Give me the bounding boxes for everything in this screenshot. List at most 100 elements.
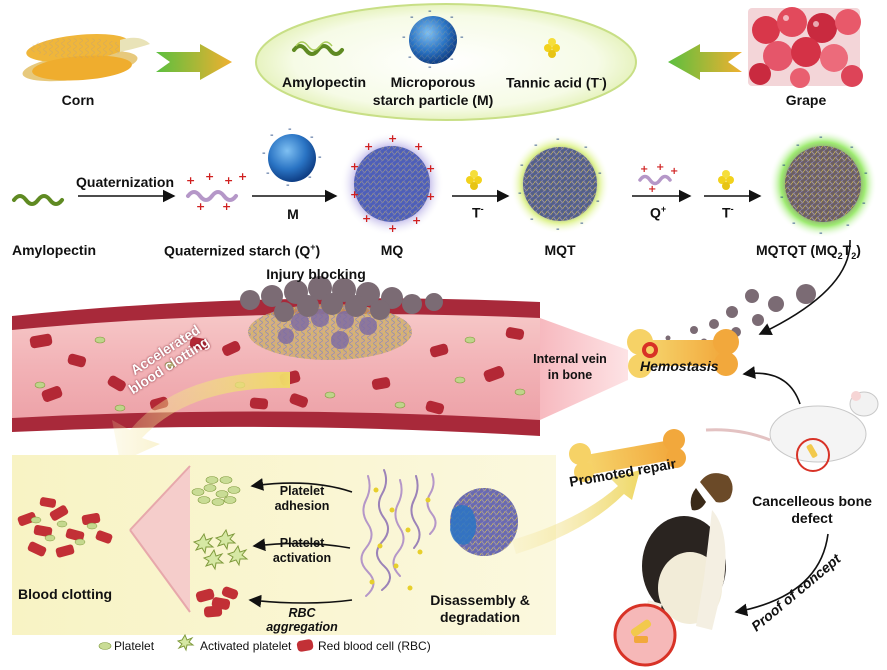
degrading-particle: [450, 488, 518, 556]
adhesion-arrow: [250, 478, 353, 493]
grape-image: [748, 7, 863, 88]
disassembly-strands: [360, 469, 437, 597]
svg-text:+: +: [196, 200, 205, 213]
injury-blocking-particles: [240, 276, 443, 322]
svg-text:+: +: [656, 162, 664, 173]
svg-text:+: +: [350, 160, 359, 173]
cancellous-label-line2: defect: [791, 510, 833, 526]
svg-text:+: +: [426, 162, 435, 175]
clotting-curved-arrow: [112, 371, 290, 462]
svg-text:-: -: [598, 168, 602, 179]
mqtqt-particle: --- --- --- -: [769, 130, 877, 239]
repair-curved-arrow: [512, 470, 640, 554]
svg-text:-: -: [270, 130, 274, 141]
svg-text:+: +: [222, 200, 231, 213]
corn-label: Corn: [61, 92, 95, 108]
injury-blocking-label: Injury blocking: [266, 266, 366, 282]
mq-label: MQ: [380, 242, 404, 258]
aggregation-arrow: [248, 594, 353, 608]
svg-text:+: +: [186, 174, 195, 187]
proof-of-concept-arrow: [734, 533, 829, 617]
microporous-particle: --- --- --: [262, 124, 322, 191]
rbc-aggregation-label-line2: aggregation: [266, 620, 338, 634]
legend-activated-platelet-label: Activated platelet: [200, 639, 292, 653]
tannic-acid-1: [466, 170, 482, 190]
svg-text:-: -: [410, 12, 414, 23]
svg-text:-: -: [518, 188, 522, 199]
svg-text:-: -: [460, 32, 464, 43]
platelet-adhesion-label-line1: Platelet: [279, 484, 325, 498]
svg-text:-: -: [450, 54, 454, 65]
hemostasis-label: Hemostasis: [640, 358, 719, 374]
svg-text:+: +: [414, 140, 423, 153]
amylopectin-top-label: Amylopectin: [281, 74, 367, 90]
svg-text:-: -: [318, 152, 322, 163]
microporous-label-line2: starch particle (M): [372, 92, 494, 108]
svg-text:+: +: [648, 184, 656, 195]
blood-clot-image: [17, 497, 113, 558]
legend-rbc-icon: [296, 639, 314, 652]
svg-text:-: -: [584, 142, 588, 153]
bone-repaired: [569, 429, 686, 482]
vein-funnel: [540, 318, 628, 420]
legend-rbc-label: Red blood cell (RBC): [318, 639, 431, 653]
svg-text:+: +: [364, 140, 373, 153]
svg-text:+: +: [388, 132, 397, 145]
internal-vein-label-line1: Internal vein: [533, 352, 607, 366]
dog-image: [613, 473, 733, 667]
mq-particle: +++ +++ +++ +: [340, 132, 444, 236]
svg-text:-: -: [819, 132, 823, 143]
blood-clotting-label: Blood clotting: [18, 586, 113, 602]
activated-platelet-cluster: [192, 528, 249, 571]
svg-text:-: -: [850, 142, 854, 153]
svg-text:-: -: [286, 180, 290, 191]
quaternization-label: Quaternization: [76, 174, 175, 190]
svg-text:+: +: [224, 174, 233, 187]
mqtqt-label: MQTQT (MQ2T2): [756, 242, 861, 261]
mqt-particle: --- --- --- -: [510, 134, 610, 235]
platelet-activation-label-line1: Platelet: [279, 536, 325, 550]
svg-text:-: -: [780, 192, 784, 203]
quaternized-starch-strand: +++ +++: [186, 170, 247, 213]
legend-platelet-label: Platelet: [114, 639, 155, 653]
svg-text:+: +: [412, 214, 421, 227]
amylopectin-label: Amylopectin: [12, 242, 97, 258]
rbc-aggregation-label-line1: RBC: [288, 606, 316, 620]
t-label-2: T-: [722, 204, 734, 221]
svg-text:+: +: [350, 188, 359, 201]
legend-activated-platelet-icon: [176, 633, 195, 652]
platelet-cluster: [191, 476, 241, 506]
bone-hemostasis: [627, 329, 739, 378]
internal-vein-label-line2: in bone: [547, 368, 593, 382]
quaternized-starch-label: Quaternized starch (Q+): [164, 242, 321, 259]
m-label: M: [287, 206, 299, 222]
sources-ellipse: [255, 3, 637, 121]
svg-text:-: -: [428, 62, 432, 73]
rbc-cluster: [195, 586, 239, 618]
svg-text:+: +: [205, 170, 214, 183]
svg-text:-: -: [556, 134, 560, 145]
svg-text:-: -: [864, 168, 868, 179]
svg-text:-: -: [450, 12, 454, 23]
microporous-label-line1: Microporous: [390, 74, 476, 90]
svg-text:-: -: [308, 172, 312, 183]
svg-text:-: -: [862, 198, 866, 209]
svg-text:-: -: [262, 148, 266, 159]
svg-text:-: -: [266, 168, 270, 179]
quaternized-strand-small: ++++: [638, 162, 678, 195]
disassembly-label-line2: degradation: [439, 609, 521, 625]
amylopectin-strand-top: [292, 44, 344, 56]
svg-text:+: +: [670, 166, 678, 177]
svg-text:+: +: [362, 212, 371, 225]
svg-text:-: -: [792, 218, 796, 229]
activation-arrow: [252, 538, 351, 552]
t-label-1: T-: [472, 204, 484, 221]
svg-text:-: -: [402, 32, 406, 43]
blood-vessel: [12, 298, 540, 436]
svg-text:-: -: [534, 140, 538, 151]
svg-text:-: -: [428, 6, 432, 17]
svg-text:-: -: [288, 124, 292, 135]
disassembly-label-line1: Disassembly &: [430, 592, 530, 608]
tannic-acid-label: Tannic acid (T-): [506, 74, 607, 91]
